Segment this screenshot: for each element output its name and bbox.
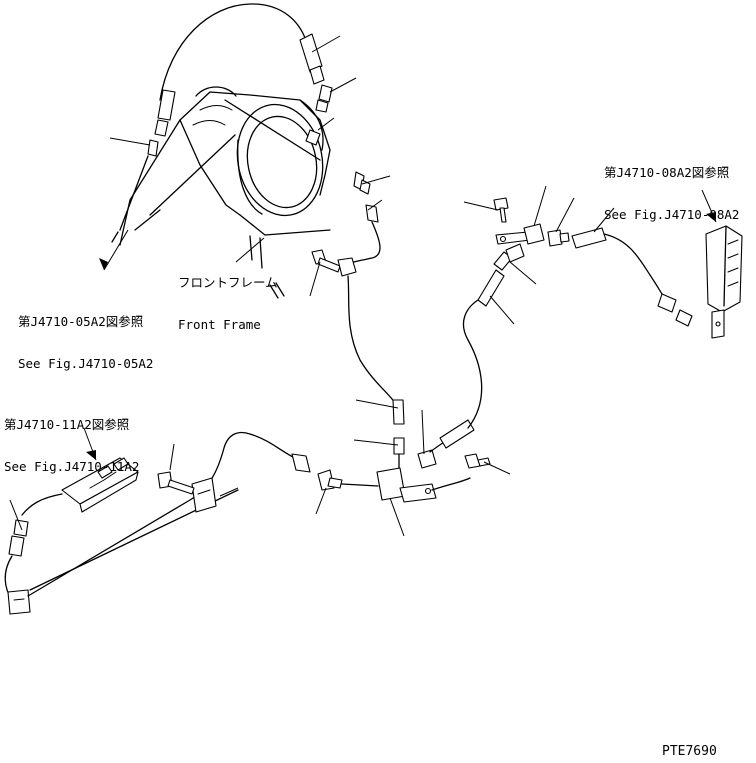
reference-arrow-08 [701, 189, 717, 223]
hose-fitting-right [477, 251, 513, 307]
reference-fig-05: 第J4710-05A2図参照 See Fig.J4710-05A2 [18, 287, 153, 385]
clamp-lower-left [7, 589, 31, 615]
hose-fitting-top-right [299, 33, 325, 85]
bracket-block-right [523, 223, 545, 245]
reference-fig-11: 第J4710-11A2図参照 See Fig.J4710-11A2 [4, 390, 139, 488]
reference-fig-11-jp: 第J4710-11A2図参照 [4, 417, 130, 432]
front-frame-label-en: Front Frame [178, 317, 261, 332]
clamp-lower-mid [191, 477, 217, 513]
elbow-fitting-left [147, 139, 159, 157]
clip-right [495, 231, 531, 245]
hose-end-lower [291, 453, 311, 473]
center-block [376, 467, 437, 503]
reference-fig-08-jp: 第J4710-08A2図参照 [604, 165, 730, 180]
control-valve-right [705, 225, 743, 339]
hose-fitting-top-left [154, 89, 176, 137]
reference-fig-05-en: See Fig.J4710-05A2 [18, 356, 154, 371]
fitting-left [8, 519, 29, 557]
bolt-center-right [464, 453, 491, 469]
control-valve-left [61, 457, 139, 513]
front-frame [119, 86, 331, 299]
center-hose-right [462, 299, 483, 429]
connector-frame-right [305, 129, 321, 146]
front-frame-label: フロントフレーム Front Frame [178, 248, 278, 346]
bolt-lower-mid [157, 471, 195, 495]
elbow-fitting-mid [353, 171, 371, 195]
fitting-far-right [657, 293, 693, 327]
reference-fig-11-en: See Fig.J4710-11A2 [4, 459, 140, 474]
bolt-clamp-front [311, 249, 341, 273]
reference-fig-08-en: See Fig.J4710-08A2 [604, 207, 740, 222]
reference-fig-08: 第J4710-08A2図参照 See Fig.J4710-08A2 [604, 138, 739, 236]
straight-fitting-center [392, 399, 405, 455]
reference-fig-05-jp: 第J4710-05A2図参照 [18, 314, 144, 329]
adapter-right [505, 243, 525, 263]
leader-lines [9, 35, 615, 537]
adapter-upper-right [315, 84, 333, 113]
elbow-fitting-lower [317, 469, 343, 491]
clamp-front [337, 257, 357, 277]
reference-arrow-05 [99, 229, 129, 271]
upper-hose [159, 3, 306, 101]
center-hose-left [347, 275, 399, 409]
hose-end-center [439, 419, 475, 449]
front-frame-label-jp: フロントフレーム [178, 275, 278, 290]
union-fitting-right [547, 229, 570, 247]
hose-end-upper-right [571, 227, 607, 249]
drawing-code: PTE7690 [662, 744, 717, 759]
bolt-upper-center [493, 197, 509, 223]
reference-arrow-11 [83, 427, 97, 461]
elbow-fitting-center [417, 449, 437, 469]
